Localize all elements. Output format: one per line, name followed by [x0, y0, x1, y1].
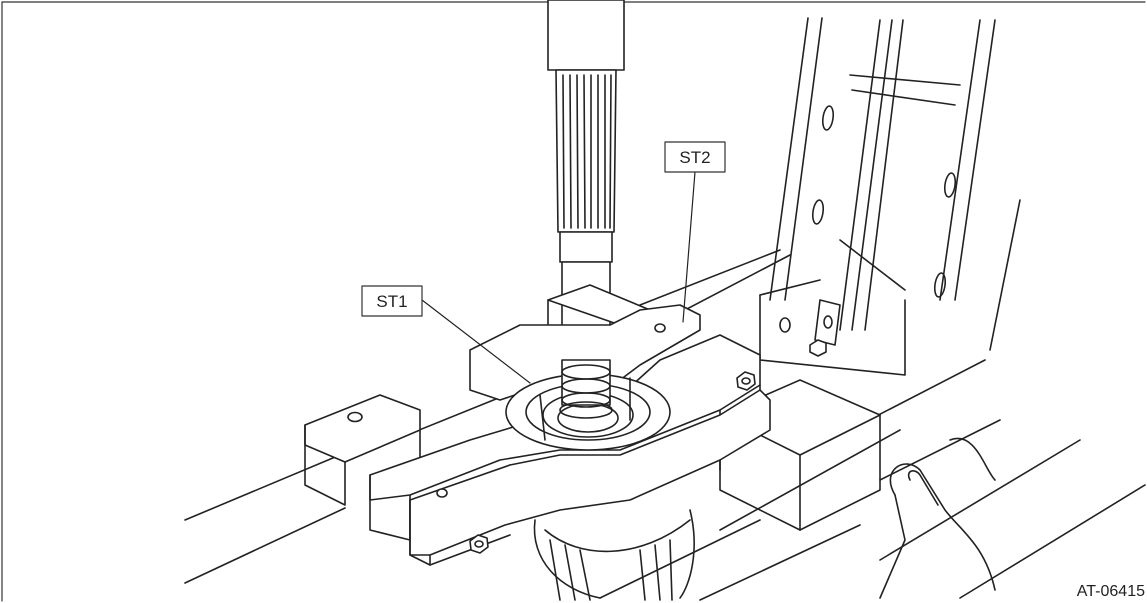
figure-code: AT-06415 [1077, 583, 1145, 600]
shaft-bottom [559, 359, 613, 419]
st1-tool [505, 373, 671, 451]
gear [533, 509, 695, 601]
hook [879, 437, 996, 599]
press-frame [759, 17, 1021, 376]
st2-label: ST2 [679, 148, 710, 167]
st2-leader-line [682, 171, 696, 323]
bolt [469, 534, 489, 554]
st1-callout: ST1 [361, 285, 423, 317]
bolt [736, 371, 756, 391]
press-ram [547, 0, 625, 363]
bolt [654, 323, 666, 333]
st1-label: ST1 [376, 292, 407, 311]
st1-leader-line [421, 299, 531, 384]
bolt [436, 488, 448, 498]
st2-callout: ST2 [664, 141, 726, 173]
